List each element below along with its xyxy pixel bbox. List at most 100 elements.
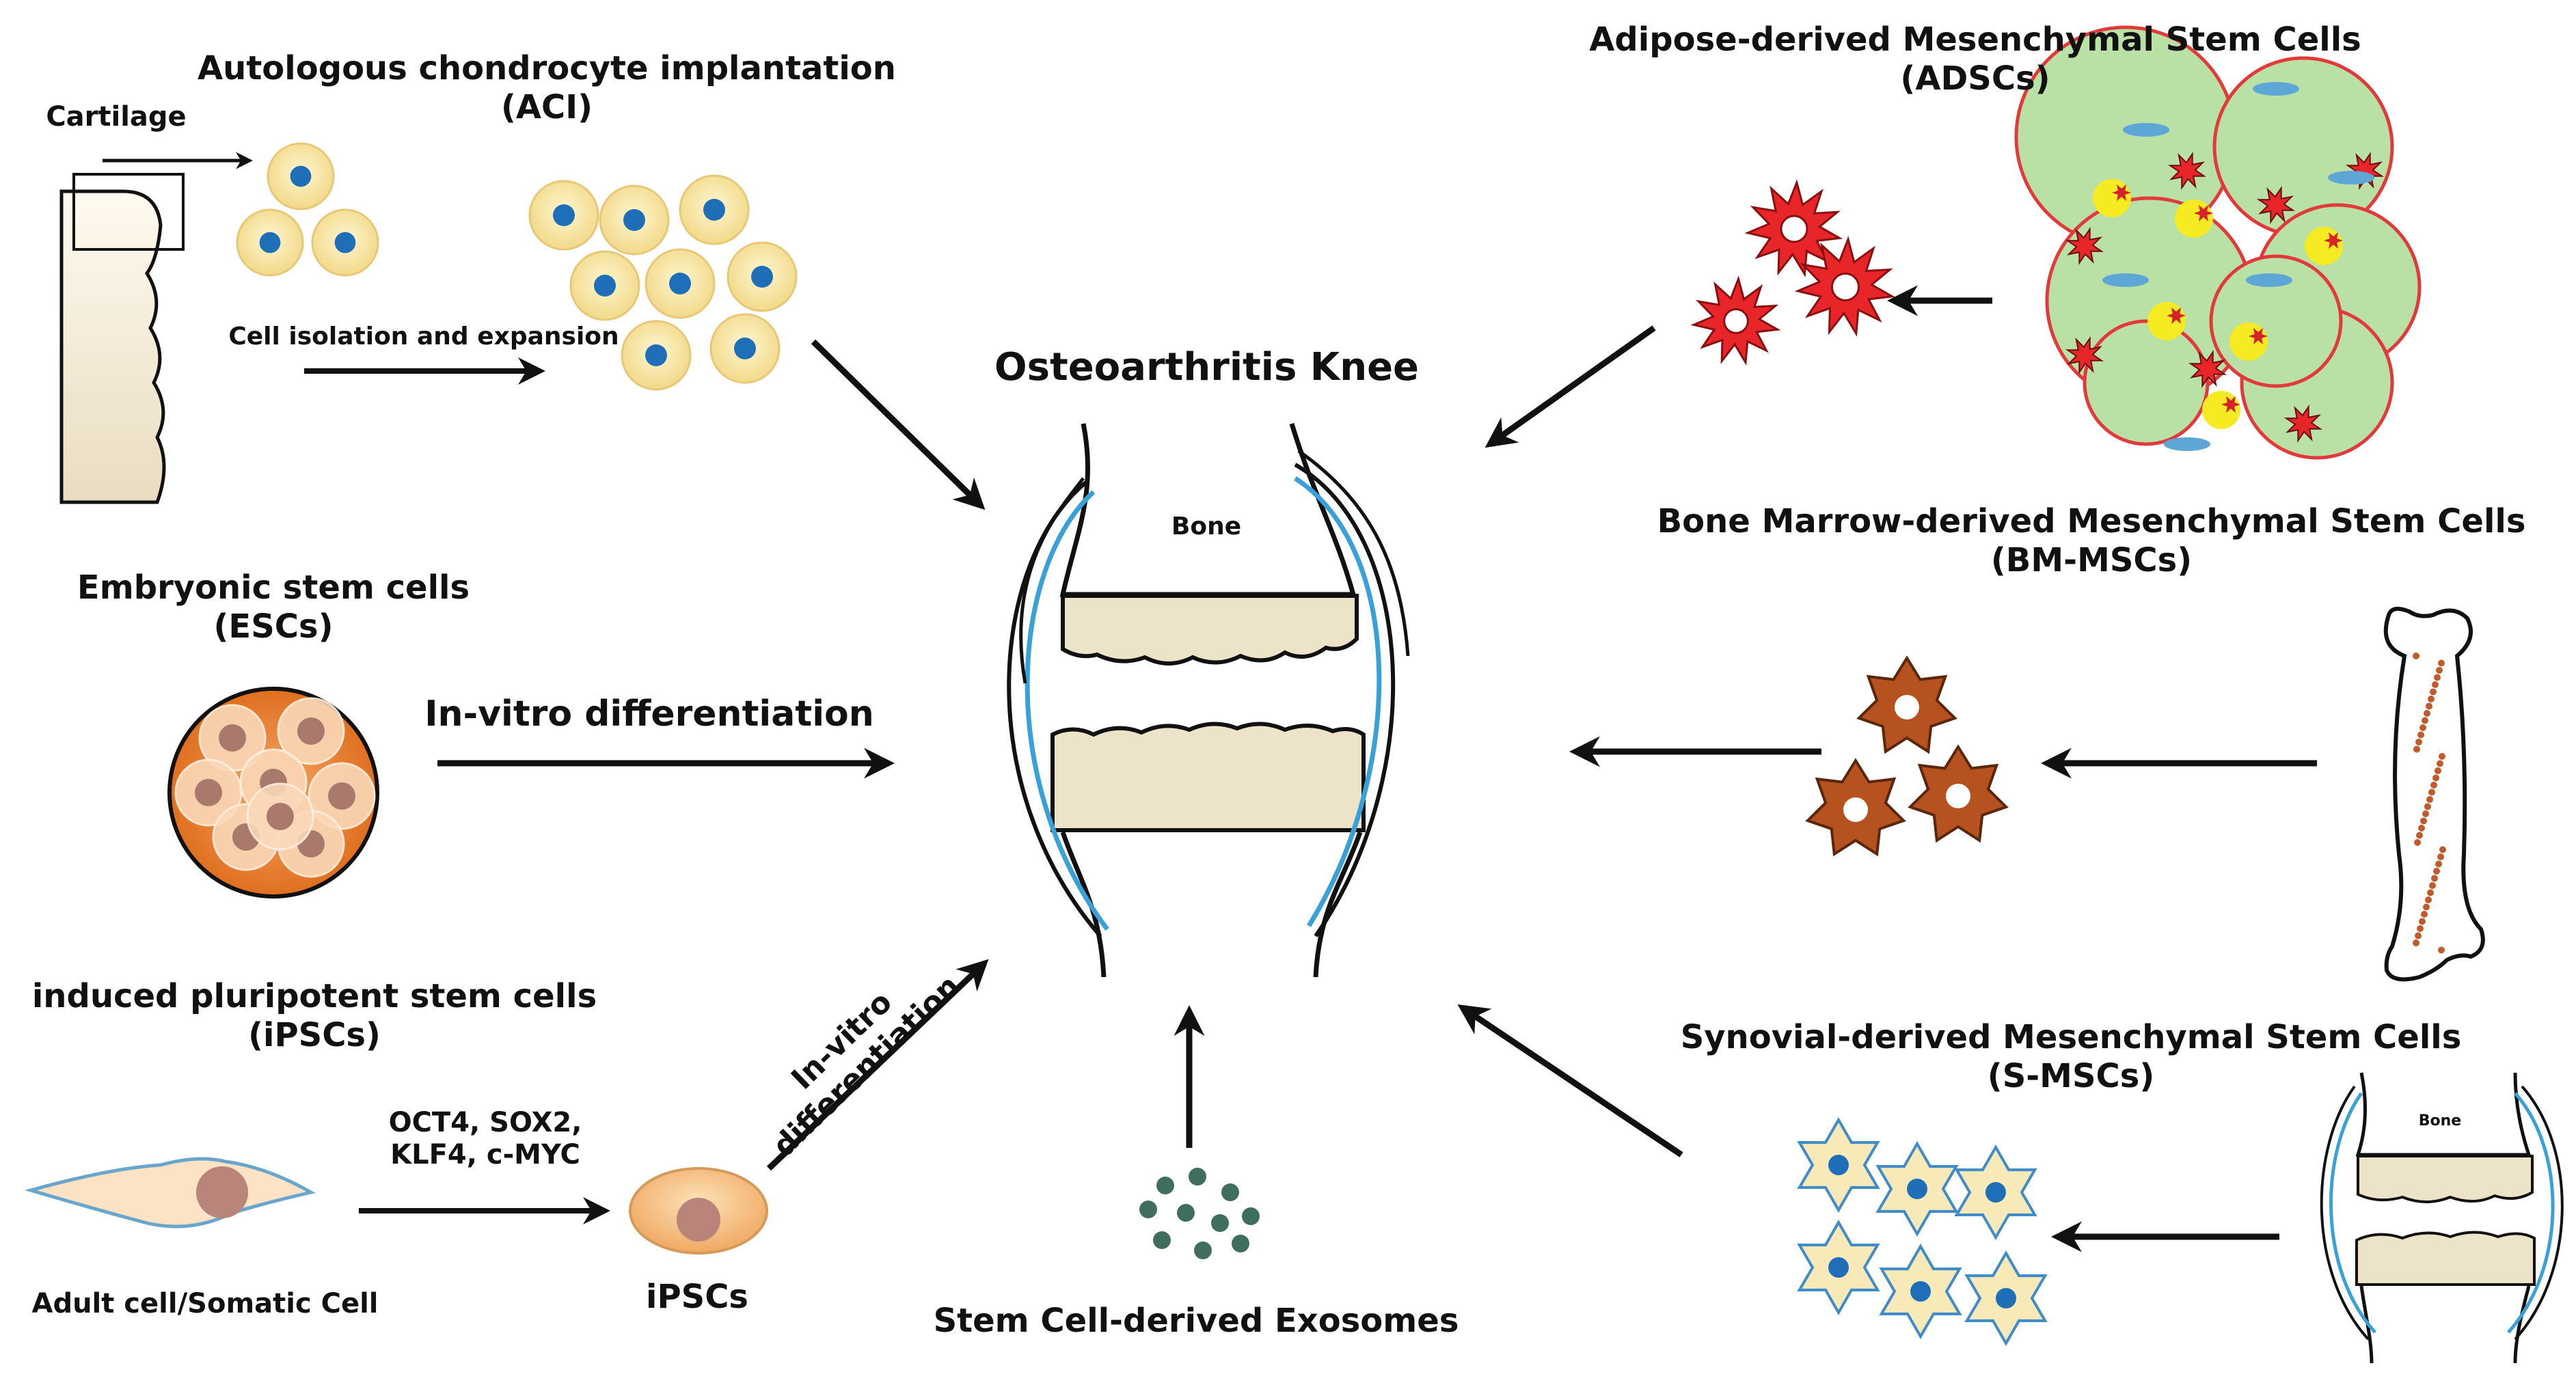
marrow-cell xyxy=(2429,882,2436,889)
marrow-cell xyxy=(2417,731,2424,739)
chondrocyte xyxy=(236,208,304,277)
ipsc-cell xyxy=(629,1167,768,1254)
bmmsc-title-line2: (BM-MSCs) xyxy=(1990,540,2193,579)
exosome xyxy=(1177,1204,1195,1222)
bm-msc-cells xyxy=(1805,655,2009,857)
embryonic-cell xyxy=(174,758,243,827)
marrow-cell xyxy=(2422,717,2428,724)
marrow-cell xyxy=(2415,932,2422,940)
marrow-cell xyxy=(2428,696,2435,702)
embryonic-cell xyxy=(308,762,376,830)
smsc-title-line1: Synovial-derived Mesenchymal Stem Cells xyxy=(1680,1018,2462,1056)
exosome xyxy=(1153,1231,1171,1249)
cartilage-label: Cartilage xyxy=(46,101,187,133)
marrow-cell xyxy=(2432,774,2439,782)
exosome xyxy=(1139,1201,1157,1218)
femur-bone-marrow xyxy=(2383,607,2485,982)
esc-arrow-label: In-vitro differentiation xyxy=(424,694,874,735)
exosome xyxy=(1232,1235,1249,1252)
marrow-cell xyxy=(2435,860,2442,868)
marrow-cell xyxy=(2439,753,2445,760)
adsc-cell xyxy=(1794,236,1896,337)
adsc-cell xyxy=(2065,226,2104,266)
chondrocyte xyxy=(645,248,716,319)
esc-title-line1: Embryonic stem cells xyxy=(77,568,470,607)
marrow-cell xyxy=(2426,702,2432,710)
chondrocyte xyxy=(528,180,599,251)
adsc-title-line1: Adipose-derived Mesenchymal Stem Cells xyxy=(1589,20,2361,59)
ipsc-label: iPSCs xyxy=(646,1278,748,1316)
marrow-cell xyxy=(2419,724,2426,731)
aci-cartilage-sample xyxy=(59,152,253,504)
marrow-cell xyxy=(2438,659,2445,667)
s-msc-cells xyxy=(1797,1116,2048,1347)
marrow-cell xyxy=(2437,760,2443,767)
ipsc-title-line1: induced pluripotent stem cells xyxy=(31,977,597,1015)
adipose-stem-cell xyxy=(2202,391,2240,429)
marrow-cell xyxy=(2432,681,2439,688)
ipsc-title-line2: (iPSCs) xyxy=(248,1015,381,1054)
adsc-cell xyxy=(2167,151,2207,191)
adsc-cell xyxy=(1690,275,1781,366)
chondrocyte xyxy=(599,184,670,256)
aci-to-knee-arrow xyxy=(811,339,986,510)
adipose-stem-cell xyxy=(2229,323,2268,361)
aci-expanded-cells xyxy=(528,174,798,391)
embryonic-stem-cell-cluster xyxy=(167,687,379,899)
endothelial-cell xyxy=(2164,437,2210,451)
embryonic-cell xyxy=(277,697,345,765)
smsc-title-line2: (S-MSCs) xyxy=(1987,1056,2155,1095)
esc-title: Embryonic stem cells (ESCs) xyxy=(55,568,492,646)
marrow-cell xyxy=(2427,889,2434,896)
chondrocyte xyxy=(311,208,379,277)
marrow-cell xyxy=(2431,875,2438,882)
endothelial-cell xyxy=(2253,82,2299,96)
adsc-title-line2: (ADSCs) xyxy=(1900,59,2050,98)
chondrocyte xyxy=(679,174,750,245)
s-msc-cell xyxy=(1954,1144,2037,1241)
marrow-cell xyxy=(2422,810,2429,817)
marrow-cell xyxy=(2419,918,2426,925)
s-msc-cell xyxy=(1797,1219,1880,1316)
exosome xyxy=(1189,1168,1206,1185)
exosome-label: Stem Cell-derived Exosomes xyxy=(933,1302,1459,1340)
factors-line1: OCT4, SOX2, xyxy=(388,1107,582,1138)
adipose-stem-cell xyxy=(2093,179,2131,217)
marrow-cell xyxy=(2421,911,2428,918)
marrow-cell xyxy=(2430,782,2437,789)
marrow-cell xyxy=(2433,868,2440,875)
bmmsc-title-line1: Bone Marrow-derived Mesenchymal Stem Cel… xyxy=(1657,502,2526,540)
aci-isolated-cells xyxy=(236,142,379,277)
bmmsc-title: Bone Marrow-derived Mesenchymal Stem Cel… xyxy=(1627,502,2556,579)
knee-title: Osteoarthritis Knee xyxy=(994,345,1420,389)
aci-title-line1: Autologous chondrocyte implantation xyxy=(198,49,896,87)
marrow-cell xyxy=(2420,817,2427,825)
marrow-cell xyxy=(2438,946,2445,954)
marrow-cell xyxy=(2436,667,2443,674)
marrow-cell xyxy=(2424,710,2430,717)
marrow-cell xyxy=(2414,839,2421,846)
marrow-cell xyxy=(2425,896,2432,903)
smsc-to-knee-arrow xyxy=(1457,1004,1683,1157)
s-msc-cell xyxy=(1964,1250,2048,1347)
marrow-cell xyxy=(2423,903,2430,911)
chondrocyte xyxy=(621,320,692,391)
endothelial-cell xyxy=(2123,123,2169,137)
marrow-cell xyxy=(2437,853,2444,860)
adsc-cell xyxy=(2188,349,2227,389)
marrow-cell xyxy=(2413,653,2419,659)
somatic-cell xyxy=(24,1157,316,1229)
adipose-stem-cell xyxy=(2147,302,2186,340)
marrow-cell xyxy=(2439,846,2446,853)
chondrocyte xyxy=(727,241,798,312)
endothelial-cell xyxy=(2328,171,2374,184)
marrow-cell xyxy=(2418,825,2425,832)
adipose-stem-cell xyxy=(2175,200,2213,238)
adipose-stem-cell xyxy=(2305,227,2343,265)
marrow-cell xyxy=(2435,767,2441,774)
adipose-tissue xyxy=(2014,25,2422,460)
osteoarthritis-knee xyxy=(1007,422,1410,978)
marrow-cell xyxy=(2424,803,2431,810)
endothelial-cell xyxy=(2246,273,2292,287)
